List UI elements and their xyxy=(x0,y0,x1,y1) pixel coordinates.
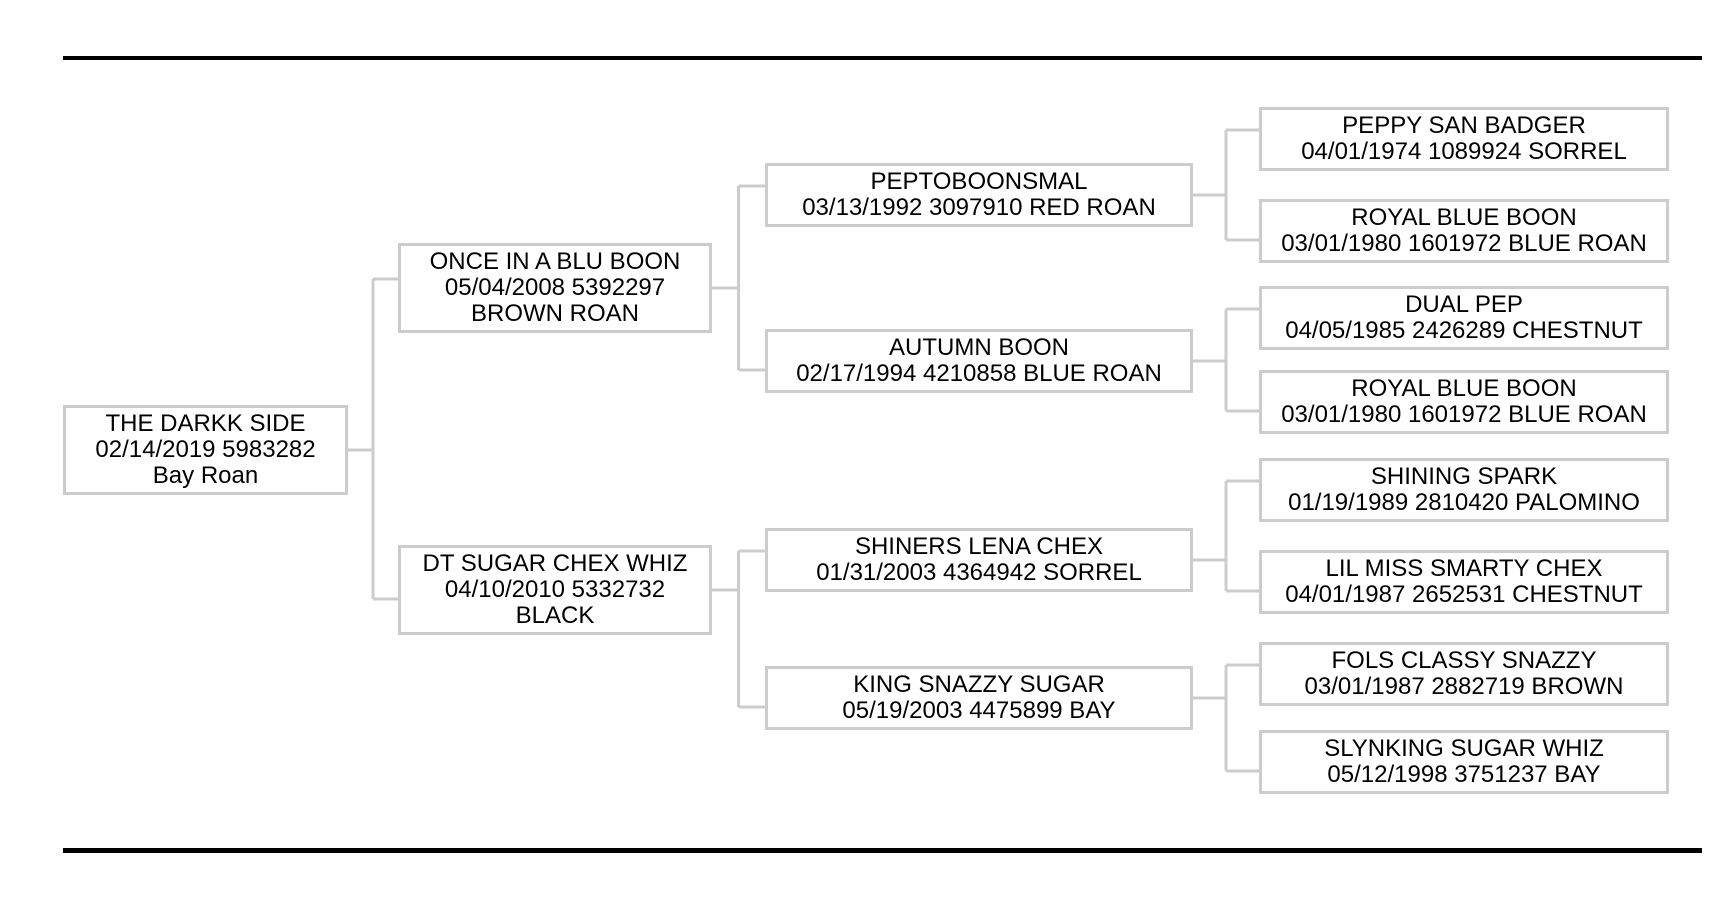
pedigree-node-sire: ONCE IN A BLU BOON 05/04/2008 5392297 BR… xyxy=(398,243,712,333)
horse-name: SHINING SPARK xyxy=(1370,463,1558,490)
pedigree-node-sire-sire: PEPTOBOONSMAL 03/13/1992 3097910 RED ROA… xyxy=(765,163,1193,227)
horse-name: LIL MISS SMARTY CHEX xyxy=(1325,555,1603,582)
horse-details: 05/04/2008 5392297 BROWN ROAN xyxy=(444,274,666,327)
horse-name: ROYAL BLUE BOON xyxy=(1351,204,1577,231)
horse-details: 04/05/1985 2426289 CHESTNUT xyxy=(1285,317,1643,344)
horse-name: DT SUGAR CHEX WHIZ xyxy=(422,550,688,577)
horse-details: 05/12/1998 3751237 BAY xyxy=(1327,761,1601,788)
pedigree-node-sire-sire-sire: PEPPY SAN BADGER 04/01/1974 1089924 SORR… xyxy=(1259,107,1669,171)
horse-details: 05/19/2003 4475899 BAY xyxy=(842,697,1116,724)
horse-name: THE DARKK SIDE xyxy=(105,410,306,437)
horse-details: 04/10/2010 5332732 BLACK xyxy=(444,576,666,629)
pedigree-node-dam-dam-sire: FOLS CLASSY SNAZZY 03/01/1987 2882719 BR… xyxy=(1259,642,1669,706)
horse-details: 03/01/1980 1601972 BLUE ROAN xyxy=(1281,230,1647,257)
pedigree-node-sire-dam: AUTUMN BOON 02/17/1994 4210858 BLUE ROAN xyxy=(765,329,1193,393)
horse-name: DUAL PEP xyxy=(1405,291,1523,318)
horse-name: AUTUMN BOON xyxy=(889,334,1069,361)
horse-name: ROYAL BLUE BOON xyxy=(1351,375,1577,402)
horse-name: ONCE IN A BLU BOON xyxy=(429,248,681,275)
horse-details: 03/13/1992 3097910 RED ROAN xyxy=(802,194,1156,221)
horse-details: 01/19/1989 2810420 PALOMINO xyxy=(1288,489,1640,516)
horse-details: 02/14/2019 5983282 Bay Roan xyxy=(95,436,316,489)
pedigree-node-dam-dam: KING SNAZZY SUGAR 05/19/2003 4475899 BAY xyxy=(765,666,1193,730)
bottom-rule xyxy=(63,848,1702,853)
pedigree-node-subject: THE DARKK SIDE 02/14/2019 5983282 Bay Ro… xyxy=(63,405,348,495)
pedigree-node-sire-dam-sire: DUAL PEP 04/05/1985 2426289 CHESTNUT xyxy=(1259,286,1669,350)
horse-name: SLYNKING SUGAR WHIZ xyxy=(1324,735,1604,762)
horse-details: 03/01/1987 2882719 BROWN xyxy=(1304,673,1624,700)
top-rule xyxy=(63,56,1702,60)
horse-name: FOLS CLASSY SNAZZY xyxy=(1331,647,1597,674)
horse-name: PEPTOBOONSMAL xyxy=(870,168,1088,195)
horse-details: 04/01/1987 2652531 CHESTNUT xyxy=(1285,581,1643,608)
horse-name: KING SNAZZY SUGAR xyxy=(853,671,1105,698)
pedigree-node-dam-sire-dam: LIL MISS SMARTY CHEX 04/01/1987 2652531 … xyxy=(1259,550,1669,614)
horse-details: 04/01/1974 1089924 SORREL xyxy=(1301,138,1627,165)
pedigree-node-dam: DT SUGAR CHEX WHIZ 04/10/2010 5332732 BL… xyxy=(398,545,712,635)
horse-details: 01/31/2003 4364942 SORREL xyxy=(816,559,1142,586)
horse-details: 02/17/1994 4210858 BLUE ROAN xyxy=(796,360,1162,387)
pedigree-node-dam-dam-dam: SLYNKING SUGAR WHIZ 05/12/1998 3751237 B… xyxy=(1259,730,1669,794)
horse-name: SHINERS LENA CHEX xyxy=(854,533,1104,560)
horse-details: 03/01/1980 1601972 BLUE ROAN xyxy=(1281,401,1647,428)
pedigree-node-sire-sire-dam: ROYAL BLUE BOON 03/01/1980 1601972 BLUE … xyxy=(1259,199,1669,263)
pedigree-node-dam-sire-sire: SHINING SPARK 01/19/1989 2810420 PALOMIN… xyxy=(1259,458,1669,522)
pedigree-node-dam-sire: SHINERS LENA CHEX 01/31/2003 4364942 SOR… xyxy=(765,528,1193,592)
horse-name: PEPPY SAN BADGER xyxy=(1342,112,1586,139)
pedigree-node-sire-dam-dam: ROYAL BLUE BOON 03/01/1980 1601972 BLUE … xyxy=(1259,370,1669,434)
